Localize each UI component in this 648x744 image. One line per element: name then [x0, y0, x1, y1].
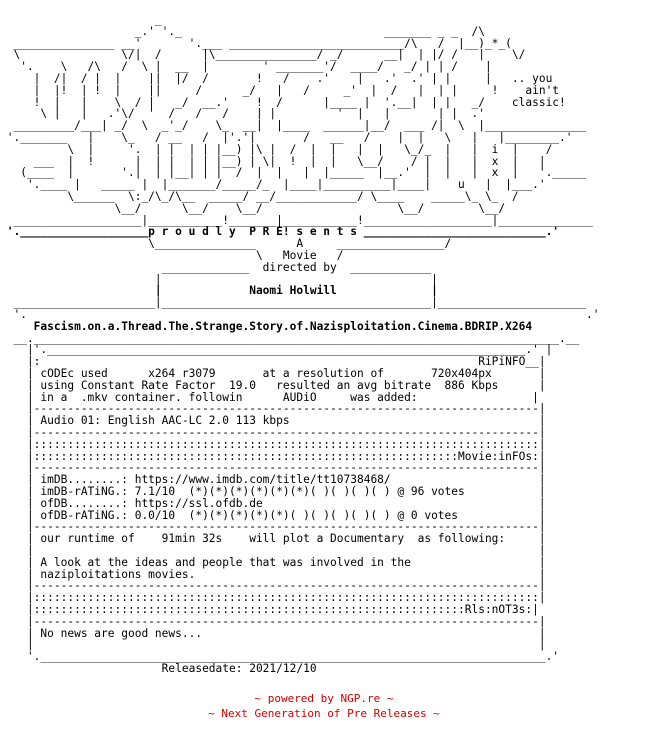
nfo-line: |:::::::::::::::::::::::::::::::::::::::…: [0, 449, 546, 463]
nfo-line: | our runtime of 91min 32s will plot a D…: [0, 532, 546, 546]
nfo-line: | Naomi Holwill |: [0, 284, 438, 298]
nfo-line: _: [0, 13, 162, 26]
nfo-line: '.______________________________________…: [0, 650, 560, 664]
nfo-line: |---------------------------------------…: [0, 579, 546, 593]
nfo-line: \______ \:_/\_/\__ _____/ __/___________…: [0, 190, 519, 203]
nfo-line: _________/___| _/ \ _'_/ \_ __| |____ __…: [0, 119, 586, 133]
nfo-line: '. \ /\ / \ | __ | ' _______'/ ____/ _/ …: [0, 60, 492, 74]
nfo-line: | cODEc used x264 r3079 at a resolution …: [0, 367, 546, 380]
nfo-line: \ | | .'\/ ' / / / | | ' | | | | .': [0, 107, 485, 121]
nfo-text-block: _ _.' '._ _______ _ _ /\ _______________…: [0, 13, 600, 675]
nfo-line: |:::::::::::::::::::::::::::::::::::::::…: [0, 437, 546, 451]
nfo-line: |---------------------------------------…: [0, 520, 546, 534]
nfo-line: \ \/| / |\_______________/ _/ __| | |/ /…: [0, 48, 526, 62]
nfo-line: | No news are good news... |: [0, 626, 546, 640]
nfo-line: | in a .mkv container. followin AUDiO wa…: [0, 390, 539, 404]
nfo-line: | Audio 01: English AAC-LC 2.0 113 kbps …: [0, 414, 546, 428]
nfo-line: | using Constant Rate Factor 19.0 result…: [0, 378, 546, 392]
nfo-line: |---------------------------------------…: [0, 402, 546, 416]
nfo-line: | naziploitations movies. |: [0, 567, 546, 581]
nfo-line: _______________ __' '.___ ______________…: [0, 36, 512, 50]
nfo-line: ___ | ! | | | | | |__) | \| ! | | \__/ /…: [0, 154, 546, 168]
nfo-line: '._______ | \_ / __ / |'.'| / __ / | | \…: [0, 131, 573, 144]
nfo-line: | A look at the ideas and people that wa…: [0, 555, 546, 569]
nfo-line: \__/ \__/ \__/ \__/ \__/: [0, 201, 506, 215]
nfo-line: |:::::::::::::::::::::::::::::::::::::::…: [0, 603, 539, 616]
nfo-line: __._____________________________________…: [0, 331, 580, 345]
nfo-line: '.____ | _____ | |_______/_____/_ |____|…: [0, 178, 546, 192]
nfo-line: | |: [0, 272, 438, 286]
nfo-line: '. .': [0, 308, 600, 321]
nfo-line: \ | '. | | | | |__) |\ | / | | | | \_/_ …: [0, 142, 553, 156]
nfo-line: | imDB-rATiNG.: 7.1/10 (*)(*)(*)(*)(*)(*…: [0, 485, 546, 498]
nfo-line: | |: [0, 638, 546, 652]
nfo-line: _.' '._ _______ _ _ /\: [0, 24, 485, 38]
nfo-line: _____________________|__________________…: [0, 296, 586, 310]
nfo-line: |'._____________________________________…: [0, 343, 553, 357]
nfo-line: Fascism.on.a.Thread.The.Strange.Story.of…: [0, 319, 533, 333]
nfo-line: ! | | \ / | _/ __.' ! / |____ | '.__| | …: [0, 95, 566, 109]
nfo-line: | |! | ! | || / _/ | / _' | / | | | ! ai…: [0, 83, 560, 97]
nfo-line: | ofDB-rATiNG.: 0.0/10 (*)(*)(*)(*)(*)( …: [0, 508, 546, 522]
tagline-text: ~ Next Generation of Pre Releases ~: [208, 707, 440, 720]
nfo-line: '.___________________p r o u d l y P R E…: [0, 225, 560, 239]
nfo-line: _____________ directed by ____________: [0, 260, 432, 274]
nfo-line: ___________________|___________!_______|…: [0, 213, 593, 227]
footer: ~ powered by NGP.re ~ ~ Next Generation …: [0, 691, 648, 721]
nfo-line: |---------------------------------------…: [0, 614, 546, 628]
nfo-line: |: RiPiNFO__|: [0, 355, 546, 369]
nfo-line: |---------------------------------------…: [0, 426, 546, 439]
nfo-line: \_______________ A ________________/: [0, 237, 452, 251]
powered-by-text: ~ powered by NGP.re ~: [254, 692, 394, 705]
nfo-line: | /| / | | || |/ / ! / .' | .' .' | | | …: [0, 72, 553, 85]
nfo-line: |:::::::::::::::::::::::::::::::::::::::…: [0, 591, 546, 605]
nfo-line: | |: [0, 544, 546, 557]
nfo-line: (____ | '.| | |__| | | / | | | |_____ |_…: [0, 166, 586, 180]
nfo-line: |---------------------------------------…: [0, 461, 546, 475]
nfo-line: Releasedate: 2021/12/10: [0, 662, 317, 675]
nfo-line: | ofDB........: https://ssl.ofdb.de |: [0, 496, 546, 510]
nfo-line: \ Movie /: [0, 249, 344, 262]
nfo-line: | imDB........: https://www.imdb.com/tit…: [0, 473, 546, 487]
